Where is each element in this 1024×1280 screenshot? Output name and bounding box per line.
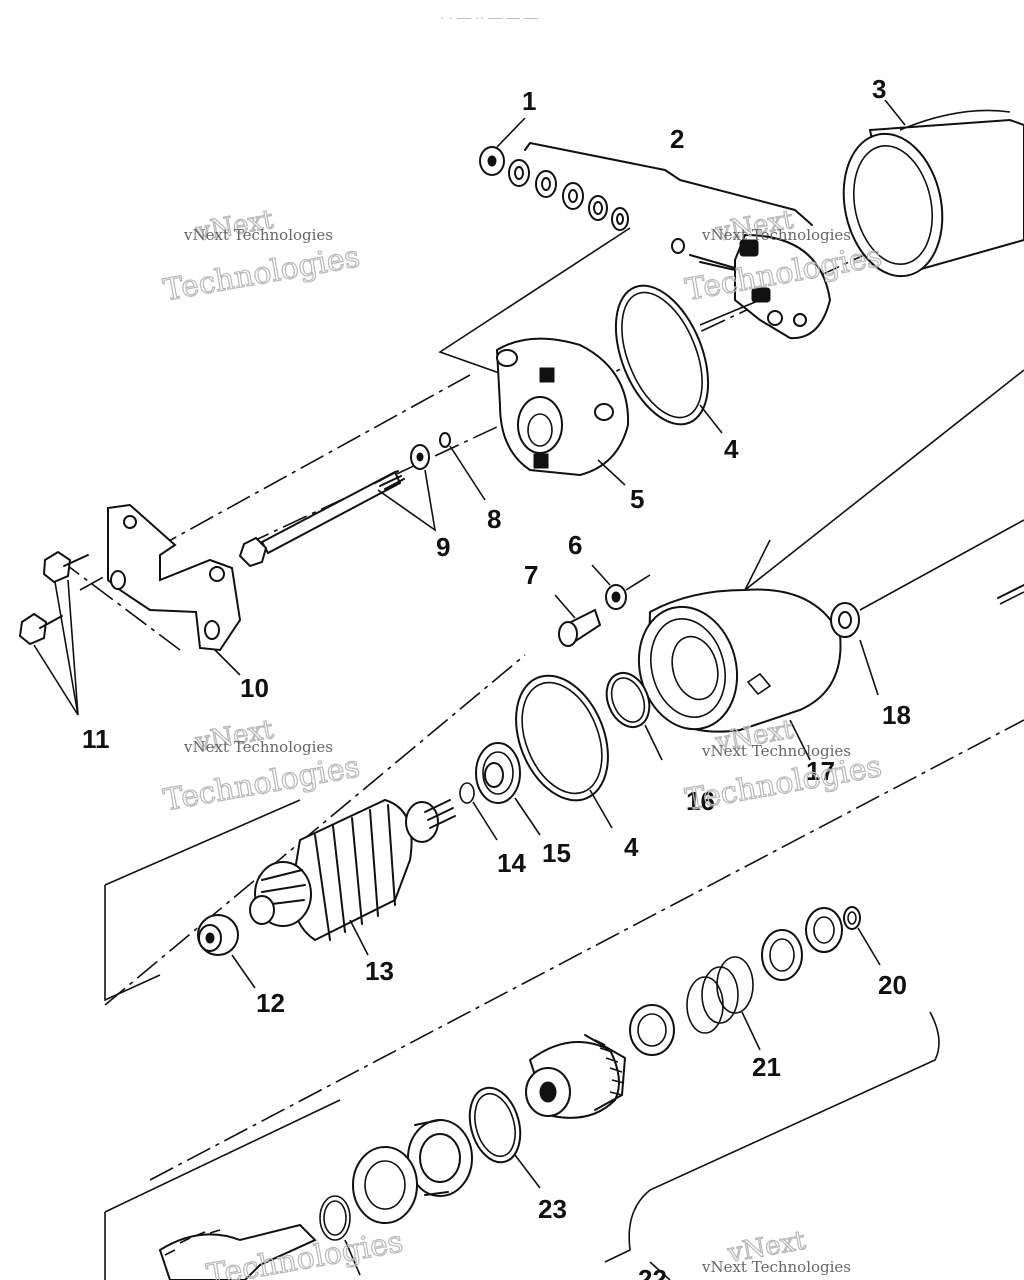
label-21: 21 — [752, 1052, 781, 1082]
ring-part-23 — [468, 1086, 541, 1189]
label-10: 10 — [240, 673, 269, 703]
washer-part-18 — [830, 519, 1024, 696]
brush-holder-plate — [671, 233, 832, 340]
label-13: 13 — [365, 956, 394, 986]
bearing-part-15 — [475, 742, 541, 836]
yoke-housing-part-3 — [842, 99, 1024, 278]
label-8: 8 — [487, 504, 501, 534]
spring-part-21 — [629, 929, 803, 1056]
watermark-company: Technologies — [161, 749, 363, 818]
label-9: 9 — [436, 532, 450, 562]
watermark-small-top-left: vNext Technologies — [183, 226, 333, 244]
label-17: 17 — [806, 756, 835, 786]
nut-part-1 — [479, 117, 526, 176]
through-bolt-part-9 — [238, 444, 437, 568]
label-16: 16 — [686, 786, 715, 816]
starter-clutch-pinion — [525, 1034, 626, 1119]
thrust-washer-gear — [352, 1119, 473, 1224]
bolts-part-11 — [18, 550, 89, 716]
label-4-upper: 4 — [724, 434, 739, 464]
part-number-labels: 1 2 3 4 4 5 6 7 8 9 10 11 12 13 14 15 16… — [82, 74, 911, 1280]
header-fragment: · · — ·· — — — — [440, 9, 538, 25]
drive-shaft-gear — [158, 1223, 317, 1280]
o-ring-part-4-upper — [614, 284, 723, 434]
watermark-mid-left: vNext Technologies — [160, 714, 363, 819]
snap-ring-lower — [319, 1195, 361, 1276]
o-ring-part-4-lower — [515, 674, 613, 829]
end-cover-part-5 — [495, 337, 630, 486]
washer-part-6 — [591, 564, 651, 610]
label-12: 12 — [256, 988, 285, 1018]
watermark-small-mid-left: vNext Technologies — [183, 738, 333, 756]
circlip-part-14 — [459, 782, 498, 841]
label-23: 23 — [538, 1194, 567, 1224]
washer-group-bracket — [438, 142, 813, 376]
bolt-part-7 — [554, 594, 602, 647]
label-3: 3 — [872, 74, 886, 104]
label-14: 14 — [497, 848, 526, 878]
label-2: 2 — [670, 124, 684, 154]
label-22: 22 — [638, 1264, 667, 1280]
label-7: 7 — [524, 560, 538, 590]
washer-part-8 — [439, 432, 486, 501]
label-18: 18 — [882, 700, 911, 730]
watermark-small-top-right: vNext Technologies — [701, 226, 851, 244]
label-6: 6 — [568, 530, 582, 560]
watermark-small-mid-right: vNext Technologies — [701, 742, 851, 760]
watermark-company: Technologies — [161, 239, 363, 308]
drive-group-bracket — [104, 1011, 940, 1280]
bracket-part-10 — [107, 503, 242, 676]
label-11: 11 — [82, 724, 110, 754]
front-housing-part-17 — [637, 369, 1024, 761]
label-5: 5 — [630, 484, 644, 514]
o-ring-part-16 — [605, 671, 663, 761]
bushing-part-12 — [197, 914, 256, 989]
armature-part-13 — [249, 798, 456, 956]
label-15: 15 — [542, 838, 571, 868]
armature-group-bracket — [104, 799, 301, 1002]
label-20: 20 — [878, 970, 907, 1000]
snap-ring-part-20 — [805, 906, 881, 966]
watermark-top-left: vNext Technologies — [160, 204, 363, 309]
label-4-lower: 4 — [624, 832, 639, 862]
label-1: 1 — [522, 86, 536, 116]
watermark-small-bottom-right: vNext Technologies — [701, 1258, 851, 1276]
washer-stack-part-2 — [508, 159, 629, 231]
